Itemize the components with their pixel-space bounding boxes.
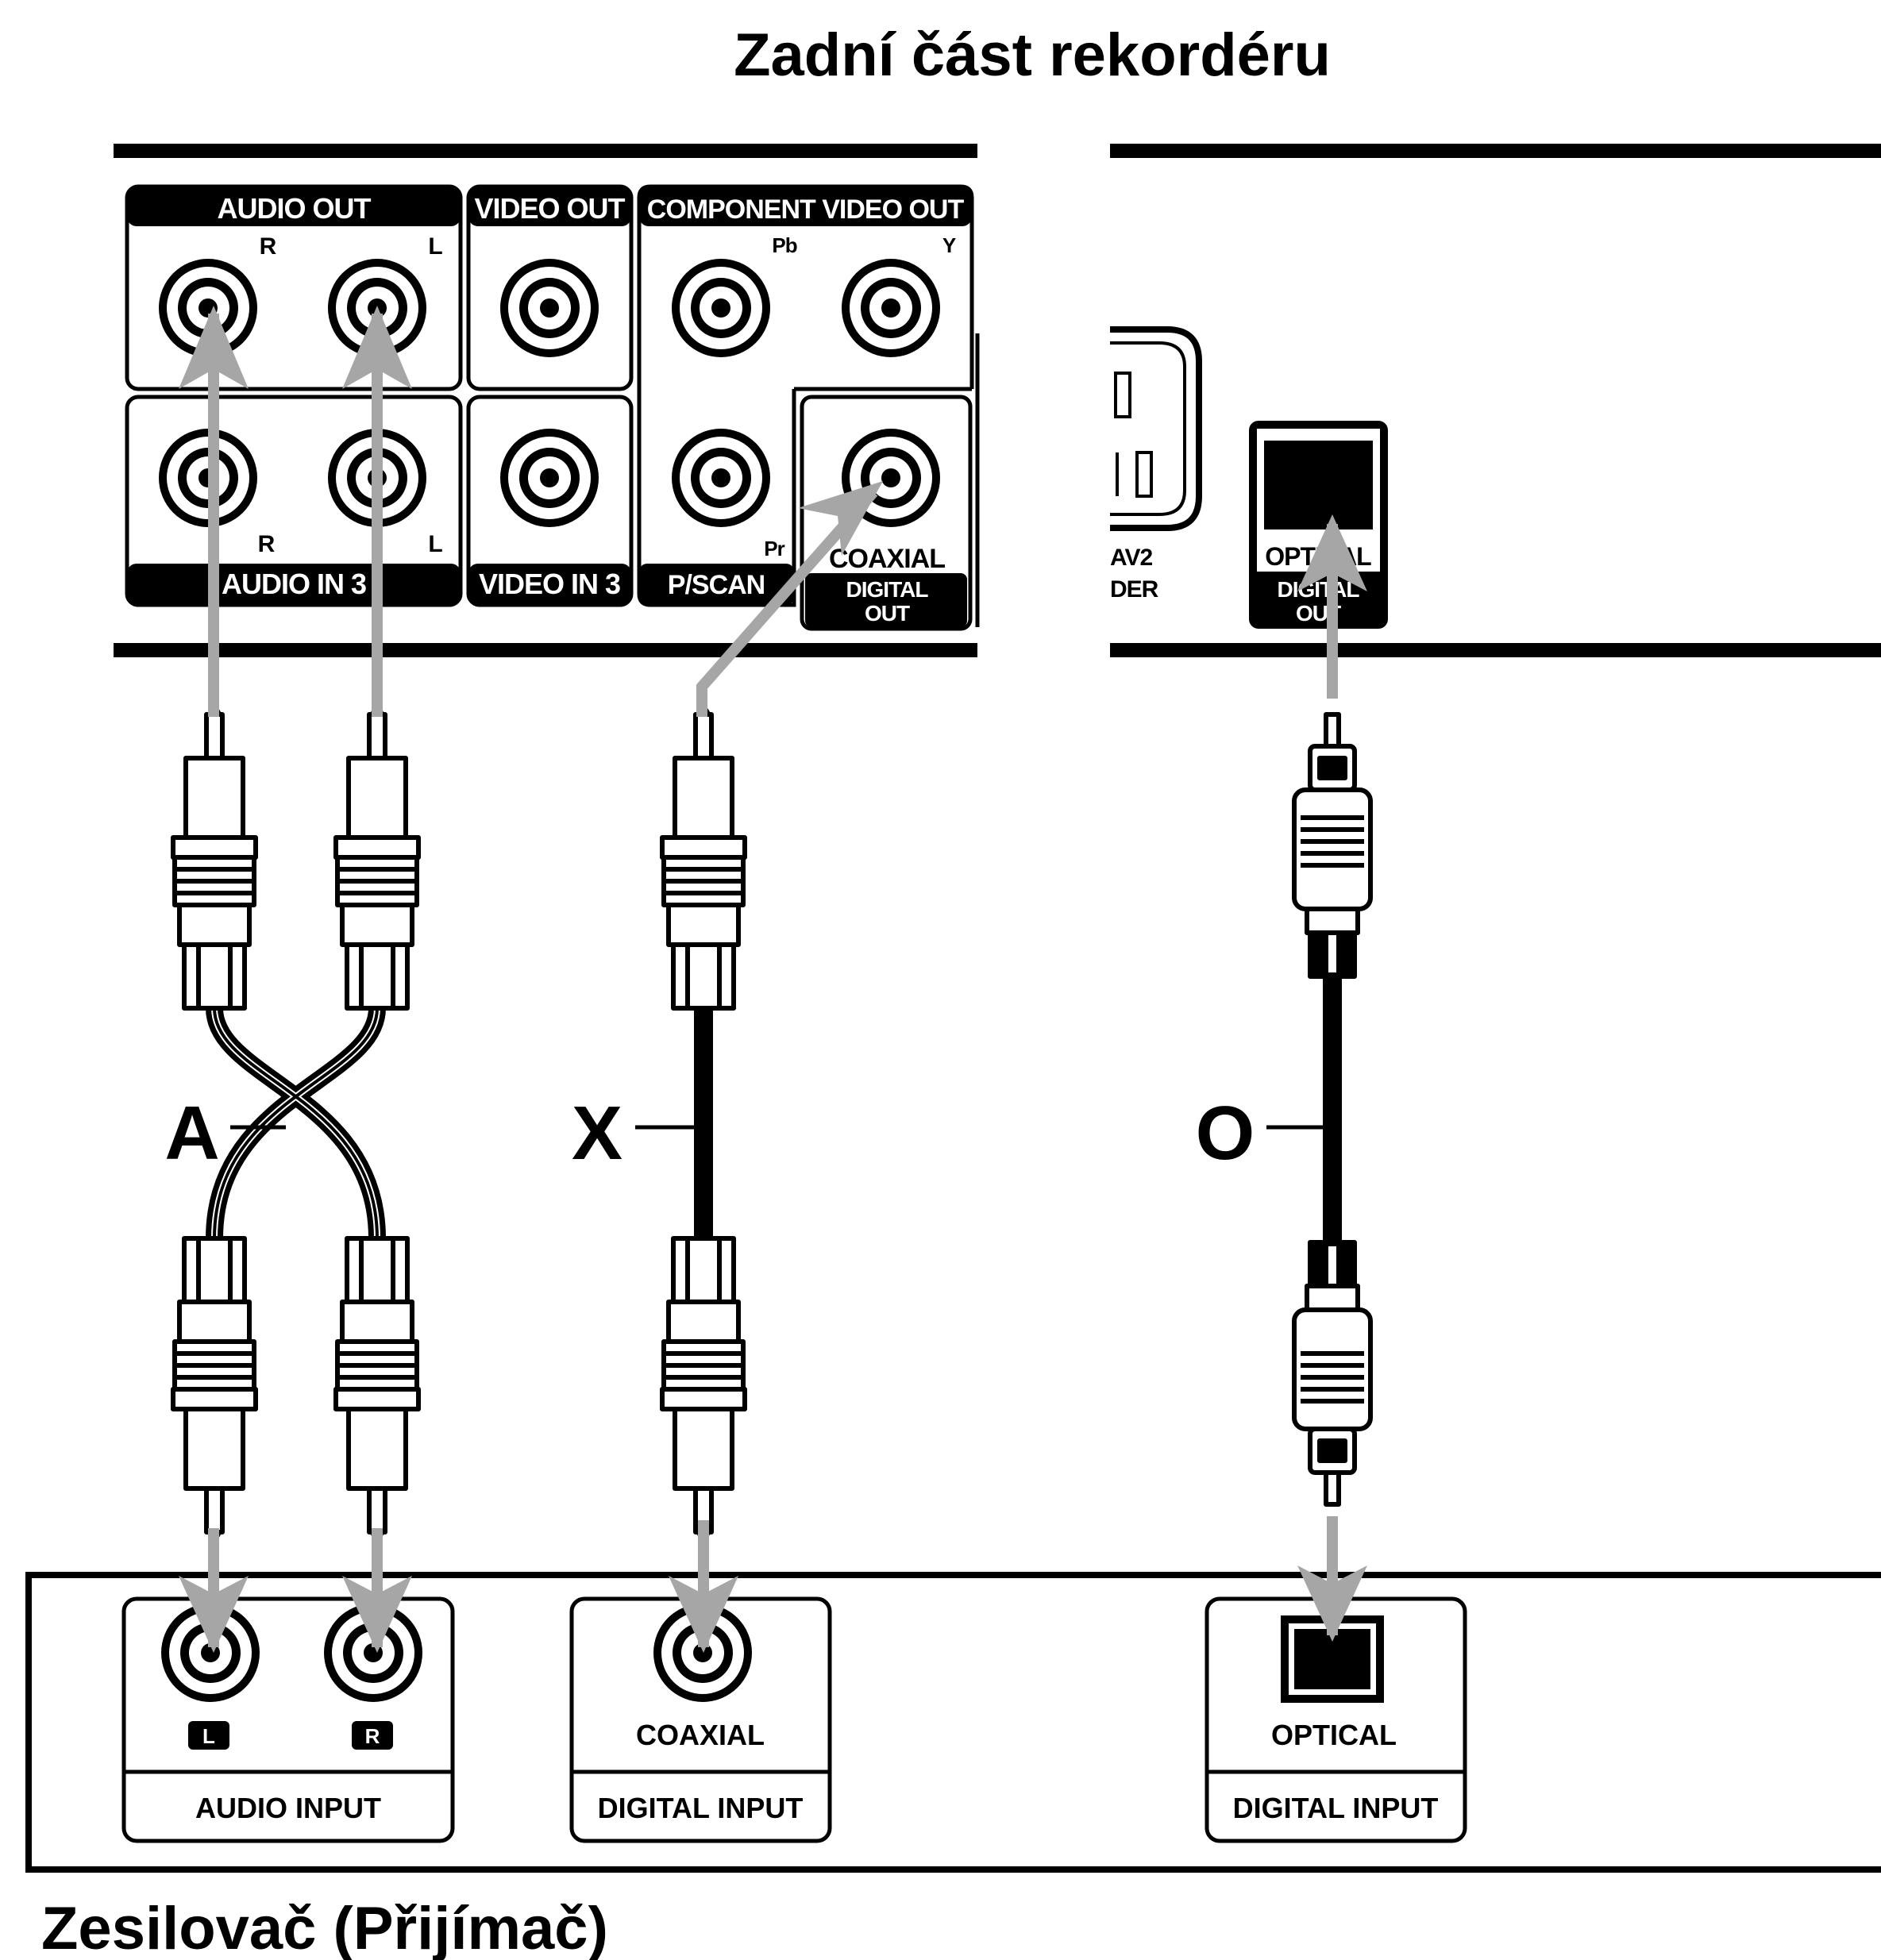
svg-text:DIGITAL INPUT: DIGITAL INPUT bbox=[598, 1792, 804, 1824]
svg-text:AV2: AV2 bbox=[1110, 545, 1152, 571]
arrow-up-audio-l bbox=[342, 306, 412, 717]
arrow-down-audio-r bbox=[342, 1528, 412, 1653]
video-out-jack[interactable] bbox=[500, 259, 599, 357]
svg-text:P/SCAN: P/SCAN bbox=[668, 570, 765, 600]
component-pr-section: P/SCAN Pr bbox=[637, 389, 796, 607]
diagram-title: Zadní část rekordéru bbox=[734, 21, 1331, 89]
arrow-up-optical bbox=[1297, 514, 1367, 699]
svg-text:COMPONENT VIDEO OUT: COMPONENT VIDEO OUT bbox=[647, 194, 965, 225]
amp-audio-input-section: L R AUDIO INPUT bbox=[121, 1596, 455, 1843]
optical-digital-out-section: OPTICAL DIGITAL OUT bbox=[1249, 421, 1388, 629]
svg-text:COAXIAL: COAXIAL bbox=[636, 1719, 765, 1751]
audio-out-section: AUDIO OUT R L bbox=[125, 184, 463, 391]
component-pb-jack[interactable] bbox=[672, 259, 770, 357]
cable-o: O bbox=[1196, 714, 1370, 1504]
svg-text:AUDIO INPUT: AUDIO INPUT bbox=[195, 1792, 381, 1824]
arrow-down-optical bbox=[1297, 1516, 1367, 1642]
amplifier-title: Zesilovač (Přijímač) bbox=[41, 1895, 608, 1960]
power-socket-partial: AV2 DER bbox=[1110, 326, 1202, 603]
svg-text:R: R bbox=[258, 531, 276, 557]
arrow-up-audio-r bbox=[179, 306, 249, 717]
svg-text:Y: Y bbox=[942, 233, 956, 257]
svg-text:VIDEO OUT: VIDEO OUT bbox=[474, 192, 625, 225]
svg-text:DIGITAL: DIGITAL bbox=[1278, 577, 1360, 602]
coaxial-digital-out-section: COAXIAL DIGITAL OUT bbox=[794, 387, 973, 631]
video-out-section: VIDEO OUT bbox=[466, 184, 634, 391]
arrow-down-coaxial bbox=[669, 1520, 738, 1653]
svg-text:L: L bbox=[202, 1724, 215, 1748]
svg-text:L: L bbox=[428, 531, 442, 557]
svg-text:Pb: Pb bbox=[772, 233, 796, 257]
video-in-3-section: VIDEO IN 3 bbox=[466, 395, 634, 607]
svg-text:OPTICAL: OPTICAL bbox=[1271, 1719, 1397, 1751]
svg-text:DER: DER bbox=[1110, 576, 1159, 603]
svg-text:DIGITAL: DIGITAL bbox=[846, 577, 929, 602]
svg-text:DIGITAL INPUT: DIGITAL INPUT bbox=[1233, 1792, 1439, 1824]
svg-text:R: R bbox=[260, 233, 277, 260]
audio-in-3-section: AUDIO IN 3 R L bbox=[125, 395, 463, 607]
video-in-3-jack[interactable] bbox=[500, 429, 599, 527]
cable-a-label: A bbox=[164, 1091, 219, 1176]
recorder-rear-panel: AUDIO OUT R L VIDEO OUT COMPONENT VIDEO … bbox=[114, 144, 980, 657]
svg-text:VIDEO IN 3: VIDEO IN 3 bbox=[479, 568, 620, 600]
connection-arrows bbox=[179, 306, 1367, 1653]
cable-o-label: O bbox=[1196, 1091, 1255, 1176]
svg-text:L: L bbox=[428, 233, 442, 260]
svg-text:OUT: OUT bbox=[865, 601, 910, 626]
arrow-down-audio-l bbox=[179, 1528, 249, 1653]
svg-text:COAXIAL: COAXIAL bbox=[829, 544, 945, 574]
svg-text:AUDIO IN 3: AUDIO IN 3 bbox=[222, 568, 366, 600]
component-video-out-section: COMPONENT VIDEO OUT Pb Y bbox=[637, 184, 974, 389]
cable-x: X bbox=[572, 709, 745, 1538]
component-y-jack[interactable] bbox=[842, 259, 940, 357]
svg-text:AUDIO OUT: AUDIO OUT bbox=[218, 192, 372, 225]
cable-x-label: X bbox=[572, 1091, 623, 1176]
component-pr-jack[interactable] bbox=[672, 429, 770, 527]
svg-text:Pr: Pr bbox=[764, 537, 784, 560]
cable-a: A bbox=[164, 709, 418, 1538]
svg-text:R: R bbox=[365, 1724, 380, 1748]
optical-out-port[interactable] bbox=[1264, 441, 1373, 529]
recorder-rear-panel-right: AV2 DER OPTICAL DIGITAL OUT bbox=[1110, 144, 1881, 657]
amplifier-panel: L R AUDIO INPUT COAXIAL DIGITAL INPUT OP… bbox=[25, 1572, 1881, 1873]
arrow-up-coaxial bbox=[696, 481, 883, 717]
